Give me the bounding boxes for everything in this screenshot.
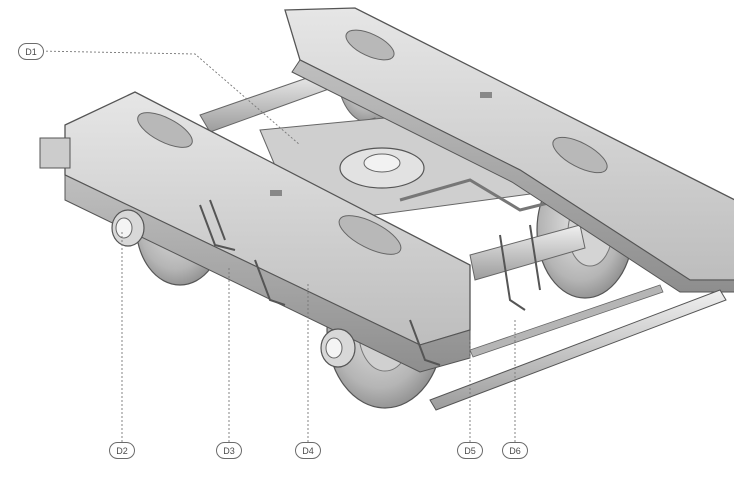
brake-rigging [199,199,541,366]
callout-d3: D3 [216,442,242,459]
brake-rods [429,284,727,411]
callout-d4: D4 [295,442,321,459]
far-side-frame [284,7,734,293]
callout-d1: D1 [18,43,44,60]
callout-d6: D6 [502,442,528,459]
near-side-frame [64,91,471,373]
callout-d2: D2 [109,442,135,459]
callout-d5: D5 [457,442,483,459]
leader-lines [37,50,516,442]
leader-line-d1 [37,50,301,146]
axle-boxes [39,137,356,368]
